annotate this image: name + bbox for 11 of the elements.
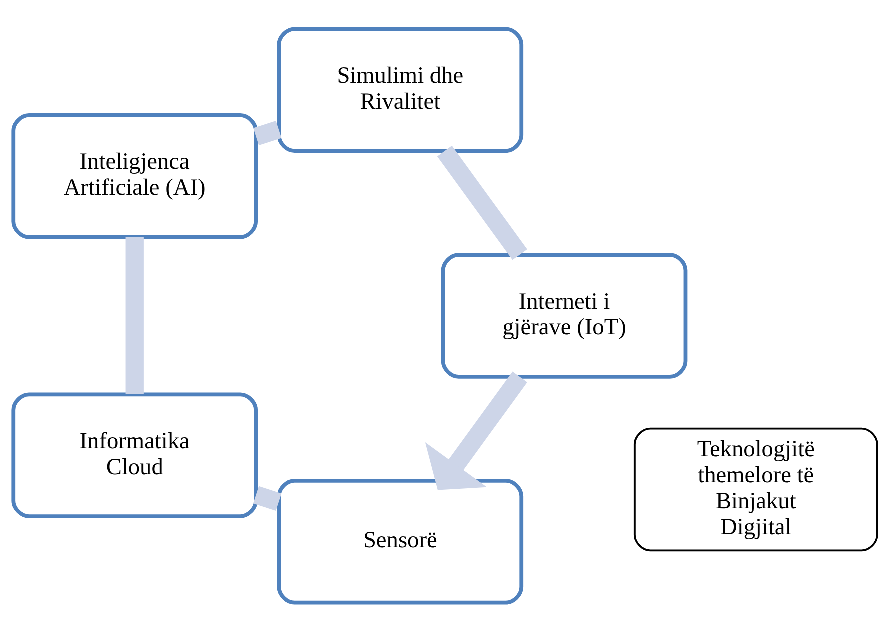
node-box: Informatika Cloud bbox=[12, 392, 258, 518]
connector bbox=[254, 486, 282, 511]
node-box: Teknologjitë themelore të Binjakut Digjital bbox=[634, 427, 878, 552]
connector bbox=[254, 120, 282, 146]
node-box: Inteligjenca Artificiale (AI) bbox=[12, 113, 258, 239]
connector bbox=[437, 145, 528, 260]
node-box: Interneti i gjërave (IoT) bbox=[441, 252, 688, 378]
arrow bbox=[425, 371, 528, 490]
node-box: Simulimi dhe Rivalitet bbox=[277, 26, 524, 152]
node-box: Sensorë bbox=[277, 478, 524, 604]
connector bbox=[126, 237, 144, 394]
